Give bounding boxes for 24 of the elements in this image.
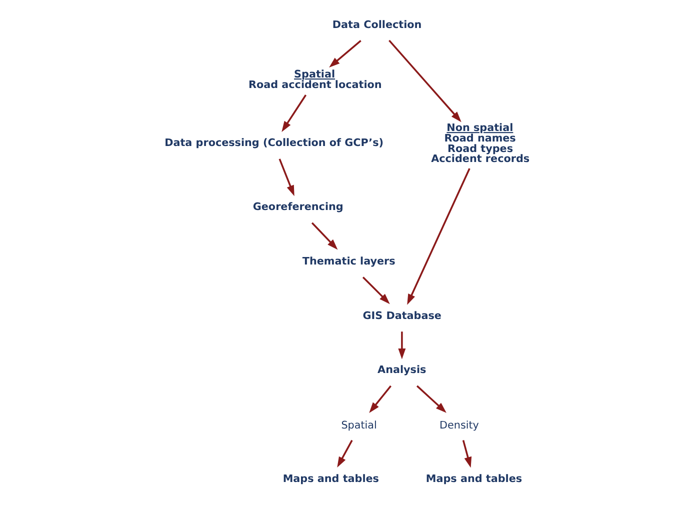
- arrow: [462, 440, 472, 468]
- arrow: [369, 385, 392, 413]
- arrow: [416, 385, 446, 413]
- arrow: [388, 40, 462, 122]
- arrow: [398, 332, 406, 360]
- arrow: [329, 40, 362, 68]
- arrow: [362, 276, 390, 304]
- arrow: [278, 158, 294, 196]
- node-text: Data Collection: [332, 18, 422, 31]
- node-text: Density: [440, 419, 479, 432]
- node-text: Maps and tables: [426, 472, 522, 485]
- node-text: GIS Database: [362, 310, 442, 322]
- node-text: Georeferencing: [252, 201, 344, 214]
- arrow: [337, 440, 353, 468]
- node-text: Spatial Road accident location: [248, 68, 382, 91]
- node-text: Non spatial Road names Road types Accident records: [431, 122, 530, 166]
- node-text: Thematic layers: [302, 256, 396, 268]
- node-text: Maps and tables: [282, 472, 379, 485]
- arrow: [311, 222, 338, 250]
- node-text: Data processing (Collection of GCP’s): [164, 137, 384, 150]
- arrow: [407, 168, 470, 305]
- node-text: Analysis: [378, 364, 426, 376]
- arrow: [282, 94, 307, 132]
- node-text: Spatial: [341, 419, 377, 432]
